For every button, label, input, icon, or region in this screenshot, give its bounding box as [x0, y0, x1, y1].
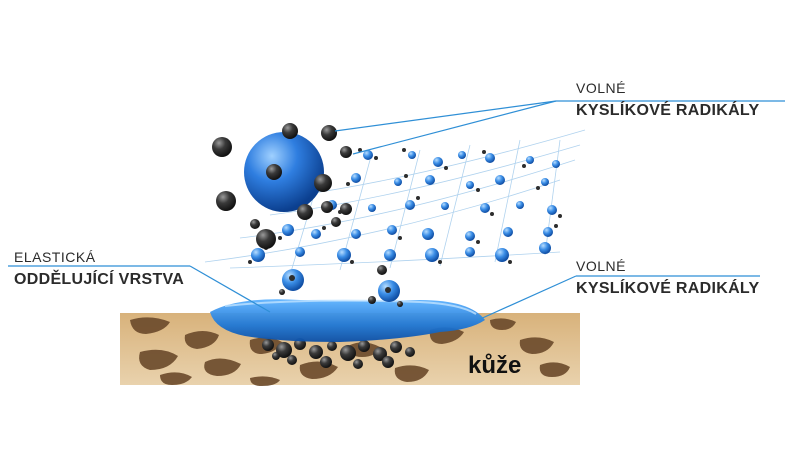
large-molecule	[244, 132, 324, 212]
skin-label: kůže	[468, 352, 522, 379]
molecular-grid	[204, 129, 586, 276]
label-free-radicals-right: VOLNÉ KYSLÍKOVÉ RADIKÁLY	[576, 258, 760, 298]
free-radicals	[212, 123, 352, 249]
label-free-radicals-top: VOLNÉ KYSLÍKOVÉ RADIKÁLY	[576, 80, 760, 120]
radical-dots	[248, 148, 562, 294]
callout-lines	[8, 100, 785, 321]
label-top-line1: VOLNÉ	[576, 80, 626, 96]
small-molecules	[251, 150, 560, 262]
barrier-film	[210, 299, 485, 342]
label-top-line2: KYSLÍKOVÉ RADIKÁLY	[576, 102, 760, 119]
label-right-line2: KYSLÍKOVÉ RADIKÁLY	[576, 280, 760, 297]
label-barrier-layer: ELASTICKÁ ODDĚLUJÍCÍ VRSTVA	[14, 249, 184, 289]
falling-molecules	[279, 265, 403, 307]
label-left-line1: ELASTICKÁ	[14, 249, 96, 265]
label-right-line1: VOLNÉ	[576, 258, 626, 274]
label-left-line2: ODDĚLUJÍCÍ VRSTVA	[14, 271, 185, 288]
